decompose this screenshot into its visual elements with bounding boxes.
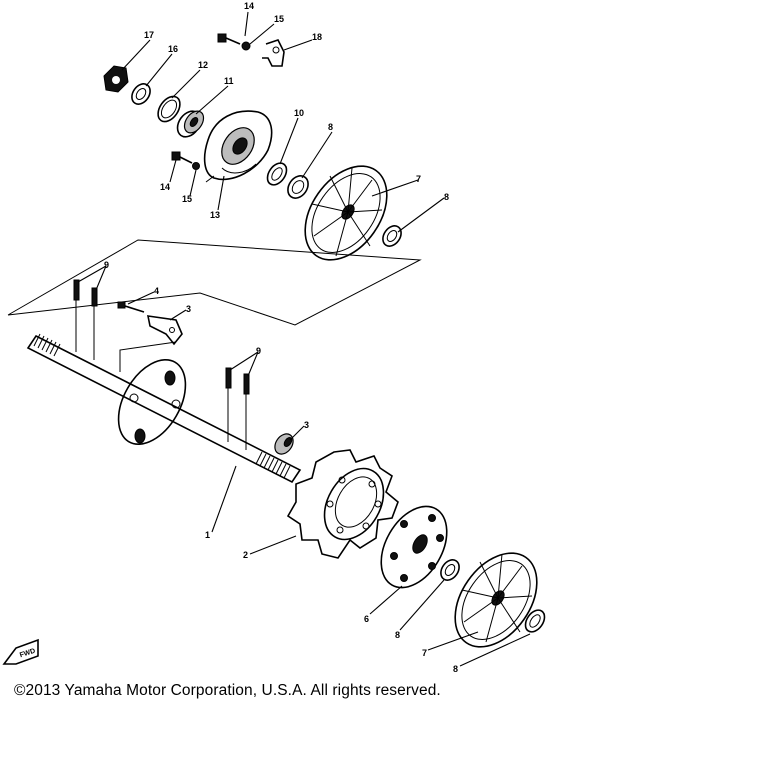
washer-part-15-lower bbox=[192, 162, 200, 170]
callout-4: 4 bbox=[154, 286, 159, 296]
callout-8-lower: 8 bbox=[395, 630, 400, 640]
callout-16: 16 bbox=[168, 44, 178, 54]
wheel-part-7-lower bbox=[454, 552, 538, 648]
callout-10: 10 bbox=[294, 108, 304, 118]
callout-18: 18 bbox=[312, 32, 322, 42]
callout-8-lower-right: 8 bbox=[453, 664, 458, 674]
callout-7-upper: 7 bbox=[416, 174, 421, 184]
callout-7-lower: 7 bbox=[422, 648, 427, 658]
ring-part-12 bbox=[157, 95, 181, 123]
callout-9-left: 9 bbox=[104, 260, 109, 270]
front-direction-marker: FWD bbox=[2, 638, 39, 665]
collar-part-8-upper bbox=[287, 175, 309, 199]
nut-part-17 bbox=[103, 65, 129, 93]
collar-part-8-lower bbox=[440, 559, 460, 581]
callout-1: 1 bbox=[205, 530, 210, 540]
copyright-notice: ©2013 Yamaha Motor Corporation, U.S.A. A… bbox=[14, 682, 441, 699]
callout-3-upper: 3 bbox=[186, 304, 191, 314]
sprocket-part-2 bbox=[286, 449, 399, 559]
bearing-housing-part-13 bbox=[203, 110, 273, 183]
callout-11: 11 bbox=[224, 76, 234, 86]
hub-plate-part-6 bbox=[380, 505, 448, 589]
bolt-part-4 bbox=[117, 301, 145, 313]
leader-lines bbox=[77, 11, 531, 667]
seal-part-10 bbox=[266, 162, 288, 186]
collar-part-8-lower-right bbox=[524, 609, 546, 633]
callout-9-right: 9 bbox=[256, 346, 261, 356]
callout-15-lower: 15 bbox=[182, 194, 192, 204]
exploded-parts-diagram: 14 15 18 17 16 12 11 10 8 7 8 14 15 13 9… bbox=[2, 1, 546, 674]
washer-part-15-upper bbox=[241, 41, 251, 51]
bracket-part-18 bbox=[262, 39, 285, 67]
bolt-part-14-upper bbox=[217, 33, 241, 45]
plate-part-5 bbox=[119, 315, 183, 372]
bolt-part-14-lower bbox=[171, 151, 193, 164]
callout-14-upper: 14 bbox=[244, 1, 254, 11]
callout-15-upper: 15 bbox=[274, 14, 284, 24]
collar-part-3 bbox=[274, 433, 294, 455]
assembly-outline bbox=[7, 239, 422, 326]
callout-3-lower: 3 bbox=[304, 420, 309, 430]
pins-part-9-left bbox=[73, 279, 98, 360]
flange-hub-on-shaft bbox=[117, 358, 187, 446]
washer-part-16 bbox=[131, 83, 151, 105]
callout-8-upper-right: 8 bbox=[444, 192, 449, 202]
pins-part-9-right bbox=[225, 367, 250, 450]
drive-shaft-part-1 bbox=[26, 333, 302, 484]
callout-17: 17 bbox=[144, 30, 154, 40]
callout-6: 6 bbox=[364, 614, 369, 624]
callout-14-lower: 14 bbox=[160, 182, 170, 192]
wheel-part-7-upper bbox=[304, 165, 388, 261]
front-marker-label: FWD bbox=[19, 648, 36, 660]
collar-part-8-upper-right bbox=[382, 225, 402, 247]
callout-2: 2 bbox=[243, 550, 248, 560]
callout-8-upper: 8 bbox=[328, 122, 333, 132]
callout-13: 13 bbox=[210, 210, 220, 220]
callout-12: 12 bbox=[198, 60, 208, 70]
